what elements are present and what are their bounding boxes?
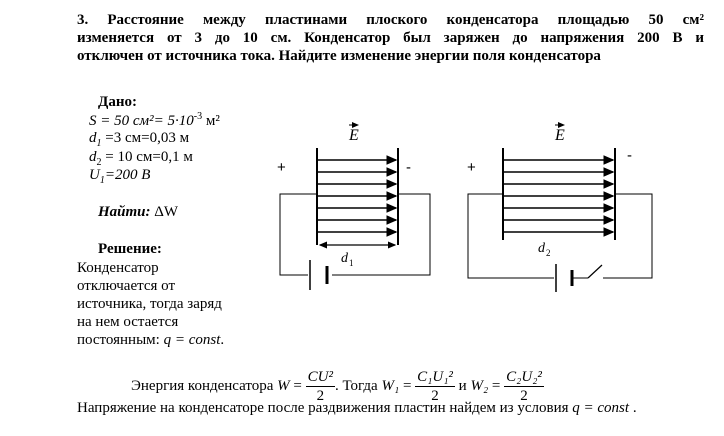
minus-sign-2: - [627,147,632,164]
gap-label-2: d [538,241,546,256]
find-value: ΔW [150,204,179,220]
plus-sign-2: + [467,159,476,176]
switch-open [587,264,603,279]
given-d2: d2 = 10 см=0,1 м [89,149,193,168]
given-u1-rest: =200 В [104,167,151,183]
find-line: Найти: ΔW [98,204,178,221]
voltage-text: Напряжение на конденсаторе после раздвиж… [77,400,573,416]
given-heading: Дано: [98,94,137,110]
energy-num-2: C₂U₂² [504,369,544,387]
energy-num: CU² [305,369,335,387]
energy-w2: W₂ [470,377,489,394]
energy-and: и [454,377,471,394]
given-d1: d1 =3 см=0,03 м [89,130,189,149]
solution-line-4: на нем остается [77,314,179,330]
problem-statement: 3. Расстояние между пластинами плоского … [77,11,704,65]
solution-line-1: Конденсатор [77,260,159,276]
given-d2-sub: 2 [96,157,102,168]
solution-heading: Решение: [98,241,162,257]
minus-sign-1: - [406,159,411,176]
energy-den-2: 2 [520,388,528,404]
voltage-cond: q = const [572,400,630,416]
gap-label-1-sub: 1 [349,258,354,268]
solution-const: q = const [163,332,221,348]
field-lines-2 [503,155,615,237]
energy-eq-2: = [488,377,505,394]
given-d1-sym: d [89,130,97,146]
find-label: Найти: [98,204,151,220]
solution-line-2: отключается от [77,278,176,294]
solution-line-5-text: постоянным: [77,332,160,348]
given-u1-sub: 1 [99,175,105,186]
given-u1-sym: U [89,167,100,183]
given-area-exp: -3 [193,111,203,122]
solution-const-end: . [220,332,225,348]
field-label-2: E [554,127,565,144]
voltage-line: Напряжение на конденсаторе после раздвиж… [77,400,637,417]
given-d2-rest: = 10 см=0,1 м [101,149,193,165]
problem-line-1: 3. Расстояние между пластинами плоского … [77,12,704,28]
energy-w: W [277,377,290,394]
solution-line-5: постоянным: q = const. [77,331,224,349]
energy-den: 2 [316,388,325,404]
energy-mid: . Тогда [334,377,382,394]
given-area-text: S = 50 см²= 5·10 [89,113,194,129]
capacitor-diagram-1: + - E d 1 [277,122,431,290]
plus-sign-1: + [277,159,286,176]
field-label-1: E [348,127,359,144]
energy-eq-1: = [399,377,416,394]
capacitor-diagram-2: + - E d 2 [467,122,653,292]
given-u1: U1=200 В [89,167,150,186]
solution-line-3: источника, тогда заряд [77,296,222,312]
gap-label-2-sub: 2 [546,248,551,258]
energy-num-1: C₁U₁² [415,369,455,387]
given-d1-sub: 1 [96,138,102,149]
problem-line-2: изменяется от 3 до 10 см. Конденсатор бы… [77,30,704,46]
energy-eq: = [289,377,306,394]
problem-line-3: отключен от источника тока. Найдите изме… [77,48,601,64]
given-area-unit: м² [202,113,220,129]
energy-den-1: 2 [431,388,439,404]
field-lines-1 [317,155,398,237]
energy-w1: W₁ [381,377,400,394]
given-area: S = 50 см²= 5·10-3 м² [89,111,220,130]
given-d2-sym: d [89,149,97,165]
energy-lead: Энергия конденсатора [131,377,278,394]
given-d1-rest: =3 см=0,03 м [101,130,190,146]
voltage-end: . [629,400,637,416]
gap-label-1: d [341,251,349,266]
